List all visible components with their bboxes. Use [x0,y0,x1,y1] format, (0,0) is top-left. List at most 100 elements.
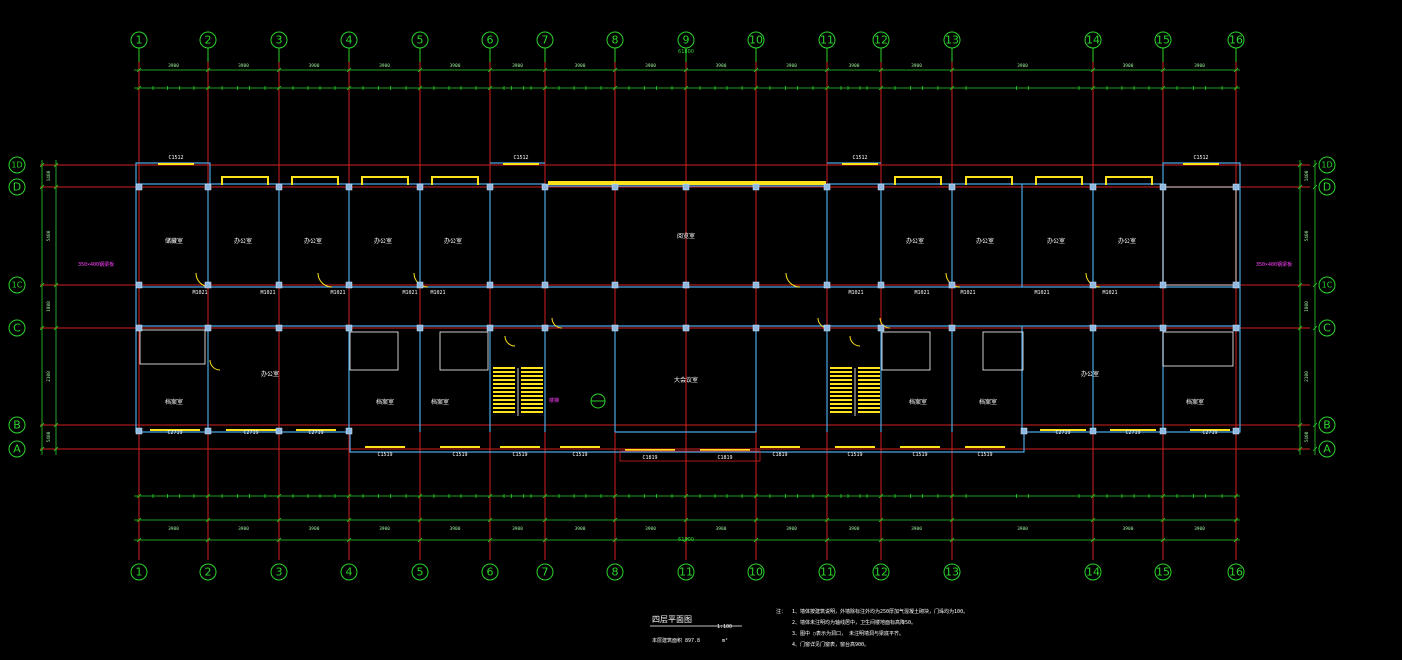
grid-bubble-row [1318,319,1336,337]
window-north [221,176,269,185]
dim-tick [346,537,352,543]
grid-label-1: 1 [136,34,143,47]
column [275,281,283,289]
column [1089,183,1097,191]
dim-value: 3900 [379,63,390,69]
dim-tick [417,517,423,523]
window-north [1105,176,1153,185]
door-tag: M1021 [192,290,207,296]
beam-note-right: 350×400钢梁板 [1256,261,1292,268]
door-swing [317,272,333,288]
grid-bubble-15 [1154,563,1172,581]
door-swing [551,317,563,329]
room-label-south: 档案室 [909,398,927,406]
grid-label-row: B [13,419,21,432]
dim-tick [417,67,423,73]
column [877,183,885,191]
window-tag: C1519 [377,452,392,458]
floor-area-unit: m² [722,638,728,644]
dim-value: 3900 [512,526,523,532]
dim-tick [949,517,955,523]
dim-value: 3900 [1123,63,1134,69]
dim-value-v: 1800 [1304,301,1310,312]
dim-tick [753,517,759,523]
column [1159,281,1167,289]
dim-value-v: 1400 [1304,170,1310,181]
dim-tick [1312,282,1318,288]
dim-tick [683,67,689,73]
room-label-north: 办公室 [444,237,462,245]
dim-tick [542,67,548,73]
dim-tick [612,85,618,91]
grid-label-13: 13 [945,34,959,47]
grid-label-12: 12 [874,34,888,47]
room-label-north: 办公室 [304,237,322,245]
column [486,281,494,289]
dim-tick [39,325,45,331]
grid-label-row: 1C [12,281,23,290]
window-north [431,176,479,185]
window-tag-top: C1512 [1193,155,1208,161]
structural-columns [135,183,1240,435]
column [275,183,283,191]
dim-value: 3900 [645,63,656,69]
grid-bubble-3 [270,563,288,581]
window-tag: C1519 [847,452,862,458]
dim-tick [1160,493,1166,499]
grid-label-12: 12 [874,566,888,579]
dim-tick [542,517,548,523]
grid-label-row: A [13,443,21,456]
bathroom-fixtures [881,331,931,371]
window-north [361,176,409,185]
dim-value: 3900 [786,63,797,69]
dim-value: 3900 [309,526,320,532]
dim-value: 3900 [645,526,656,532]
dim-value: 3900 [168,526,179,532]
grid-label-16: 16 [1229,34,1243,47]
dim-value: 3900 [309,63,320,69]
dim-tick [417,493,423,499]
grid-bubble-10 [747,563,765,581]
dim-value-v: 2100 [46,371,52,382]
door-swing [849,335,861,347]
dim-tick [824,493,830,499]
grid-label-11: 11 [820,566,834,579]
room-label-north: 办公室 [374,237,392,245]
dim-tick [1233,517,1239,523]
room-label-south: 档案室 [165,398,183,406]
dim-tick [346,517,352,523]
note-2: 2、墙体未注明均为轴线居中，卫生间楼地面标高降50。 [792,619,916,626]
dim-tick [136,517,142,523]
dim-tick [1297,162,1303,168]
dim-value: 3900 [1194,526,1205,532]
dim-tick [205,67,211,73]
column [948,324,956,332]
dim-tick [542,493,548,499]
dim-tick [1090,493,1096,499]
dim-tick [276,537,282,543]
dim-tick [487,85,493,91]
stairwells [493,367,880,416]
dim-value: 3900 [575,526,586,532]
dim-value: 3900 [1017,526,1028,532]
dim-tick [53,184,59,190]
window-tag-top: C1512 [168,155,183,161]
window-tag: C2719 [308,430,323,436]
door-tag: M1021 [960,290,975,296]
dim-tick [1160,85,1166,91]
column [204,281,212,289]
dim-tick [487,537,493,543]
column [877,281,885,289]
dimension-lines: 3900 3900 3900 3900 3900 3900 3900 3900 3900 3900… [39,63,1318,543]
grid-label-9: 11 [679,566,693,579]
door-tag: M1021 [914,290,929,296]
grid-lines [40,50,1310,560]
dim-tick [39,162,45,168]
grid-label-1: 1 [136,566,143,579]
dim-tick [346,493,352,499]
note-3: 3、图中 ○表示为洞口， 未注明墙洞与梁底平齐。 [792,630,904,637]
dim-tick [753,67,759,73]
window-tag: C1819 [717,455,732,461]
dim-tick [487,493,493,499]
grid-label-5: 5 [417,34,424,47]
